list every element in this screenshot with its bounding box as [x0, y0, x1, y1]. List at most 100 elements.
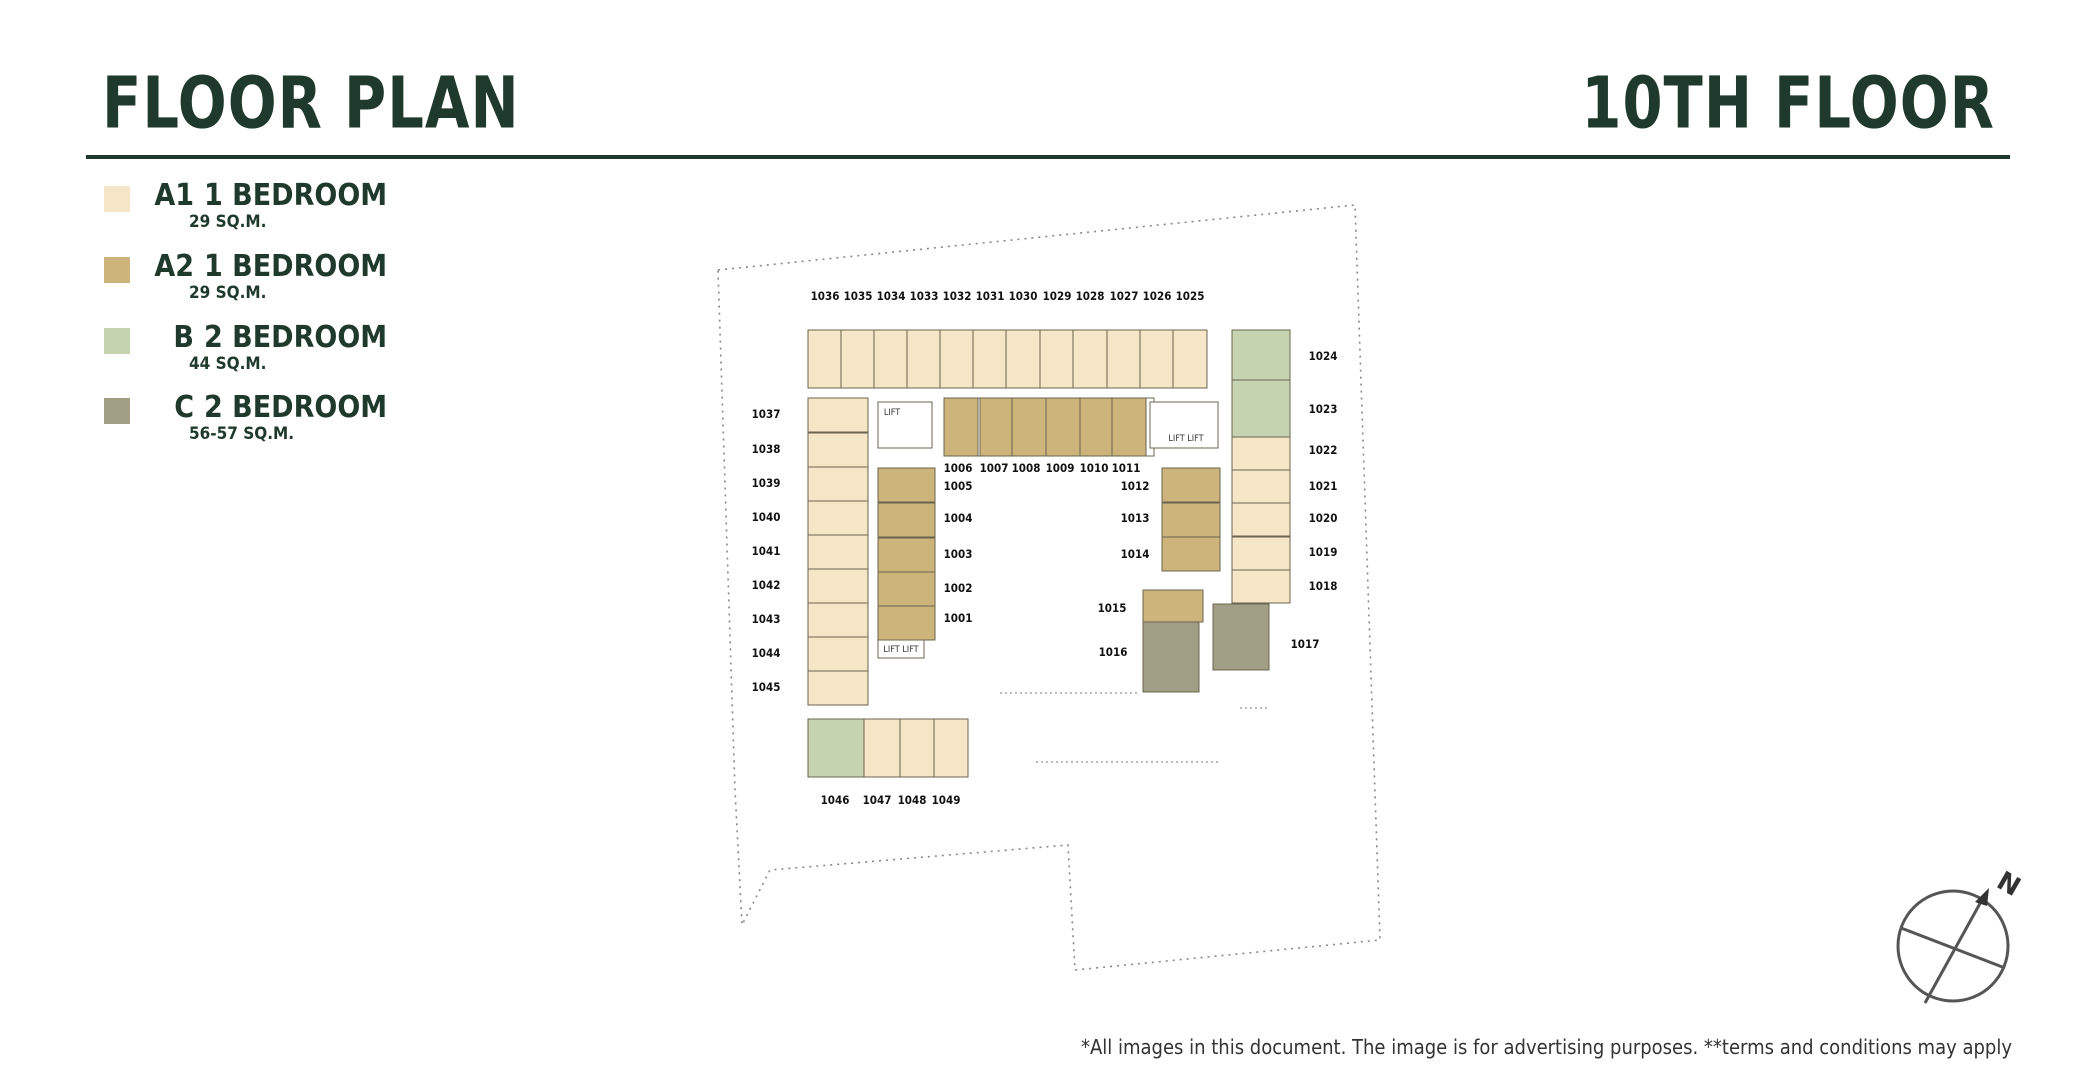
unit-label: 1024: [1309, 349, 1338, 363]
unit-label: 1011: [1112, 461, 1141, 475]
lift-label: LIFT LIFT: [1168, 434, 1203, 444]
lift-core: [877, 401, 933, 449]
unit-block: [807, 534, 869, 570]
compass-arrow-icon: [1975, 888, 1989, 906]
legend-size: 44 SQ.M.: [189, 354, 267, 374]
unit-block: [1079, 397, 1115, 457]
unit-label: 1008: [1012, 461, 1041, 475]
unit-label: 1017: [1291, 637, 1320, 651]
compass-north-label: N: [1992, 866, 2026, 903]
unit-label: 1020: [1309, 511, 1338, 525]
unit-block: [1142, 589, 1204, 623]
unit-block: [1005, 329, 1041, 389]
unit-label: 1001: [944, 611, 973, 625]
unit-block: [840, 329, 876, 389]
unit-label: 1030: [1009, 289, 1038, 303]
unit-label: 1006: [944, 461, 973, 475]
legend-size: 29 SQ.M.: [189, 212, 267, 232]
unit-label: 1004: [944, 511, 973, 525]
unit-block: [807, 670, 869, 706]
unit-block: [807, 500, 869, 536]
unit-label: 1010: [1080, 461, 1109, 475]
unit-block: [979, 397, 1015, 457]
legend-name: 1 BEDROOM: [204, 249, 388, 284]
unit-block: [1161, 536, 1221, 572]
unit-block: [1231, 436, 1291, 471]
unit-label: 1005: [944, 479, 973, 493]
unit-label: 1044: [752, 646, 781, 660]
unit-label: 1003: [944, 547, 973, 561]
compass-needle: [1923, 897, 1985, 1004]
legend-type: B: [173, 320, 194, 355]
legend-type: A2: [154, 249, 194, 284]
unit-block: [1161, 467, 1221, 503]
unit-label: 1043: [752, 612, 781, 626]
unit-block: [1111, 397, 1147, 457]
legend-size: 29 SQ.M.: [189, 283, 267, 303]
unit-block: [1231, 536, 1291, 571]
unit-label: 1039: [752, 476, 781, 490]
unit-label: 1002: [944, 581, 973, 595]
unit-label: 1033: [910, 289, 939, 303]
unit-label: 1028: [1076, 289, 1105, 303]
lift-core: [1149, 401, 1219, 449]
unit-block: [1212, 603, 1270, 671]
unit-label: 1015: [1098, 601, 1127, 615]
legend-swatch-a1: [104, 186, 130, 212]
unit-label: 1025: [1176, 289, 1205, 303]
unit-label: 1027: [1110, 289, 1139, 303]
unit-block: [1142, 621, 1200, 693]
legend-type: A1: [154, 178, 194, 213]
legend-name: 2 BEDROOM: [204, 390, 388, 425]
unit-block: [1039, 329, 1075, 389]
unit-block: [1172, 329, 1208, 389]
site-boundary: [717, 204, 1381, 971]
unit-block: [863, 718, 901, 778]
unit-label: 1035: [844, 289, 873, 303]
unit-label: 1021: [1309, 479, 1338, 493]
unit-label: 1023: [1309, 402, 1338, 416]
lift-label: LIFT: [884, 408, 900, 418]
unit-block: [807, 466, 869, 502]
legend-swatch-c: [104, 398, 130, 424]
legend-swatch-a2: [104, 257, 130, 283]
unit-block: [1045, 397, 1081, 457]
unit-block: [1231, 569, 1291, 604]
page-title: FLOOR PLAN: [102, 62, 520, 146]
unit-label: 1036: [811, 289, 840, 303]
unit-label: 1029: [1043, 289, 1072, 303]
unit-label: 1012: [1121, 479, 1150, 493]
unit-block: [807, 602, 869, 638]
unit-label: 1046: [821, 793, 850, 807]
unit-label: 1041: [752, 544, 781, 558]
floor-title: 10TH FLOOR: [1581, 62, 1995, 146]
unit-block: [807, 636, 869, 672]
corridor-lines: [1000, 692, 1270, 763]
legend-name: 2 BEDROOM: [204, 320, 388, 355]
header-divider: [86, 155, 2010, 159]
legend-size: 56-57 SQ.M.: [189, 424, 295, 444]
unit-label: 1009: [1046, 461, 1075, 475]
unit-block: [807, 718, 865, 778]
unit-block: [1231, 469, 1291, 504]
unit-label: 1031: [976, 289, 1005, 303]
unit-label: 1045: [752, 680, 781, 694]
unit-block: [877, 467, 936, 503]
unit-block: [1231, 502, 1291, 537]
unit-block: [877, 502, 936, 538]
unit-block: [906, 329, 942, 389]
unit-label: 1022: [1309, 443, 1338, 457]
disclaimer: *All images in this document. The image …: [1080, 1035, 2012, 1059]
unit-block: [933, 718, 969, 778]
unit-label: 1038: [752, 442, 781, 456]
unit-block: [1231, 379, 1291, 438]
unit-label: 1049: [932, 793, 961, 807]
unit-block: [807, 329, 843, 389]
unit-block: [807, 568, 869, 604]
unit-block: [807, 432, 869, 468]
unit-label: 1040: [752, 510, 781, 524]
unit-label: 1042: [752, 578, 781, 592]
unit-block: [899, 718, 935, 778]
